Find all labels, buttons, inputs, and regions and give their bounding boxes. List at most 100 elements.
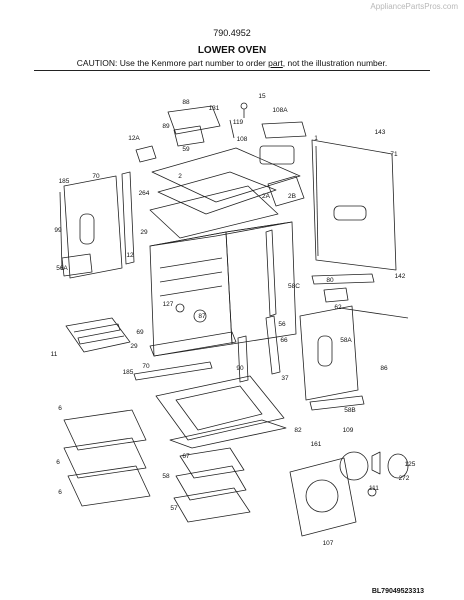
- callout-108: 108: [237, 136, 248, 143]
- part-109-fan-blade: [371, 451, 381, 475]
- callout-127: 127: [163, 301, 174, 308]
- part-6-rack-bottom: [67, 465, 151, 507]
- part-87-rod: [339, 307, 409, 319]
- callout-185: 185: [123, 369, 134, 376]
- callout-89: 89: [162, 123, 170, 130]
- callout-82: 82: [294, 427, 302, 434]
- callout-58b: 58B: [344, 407, 356, 414]
- part-15-sensor: [240, 102, 248, 110]
- part-57-drawer-base: [173, 487, 251, 523]
- oven-cavity-top: [149, 221, 293, 247]
- part-66-broil-element: [65, 317, 131, 353]
- model-number: 790.4952: [213, 28, 251, 38]
- callout-6: 6: [56, 459, 60, 466]
- oven-rack-2: [159, 271, 223, 283]
- part-58b-oven-door: [155, 375, 285, 441]
- callout-99: 99: [54, 227, 62, 234]
- callout-58a: 58A: [340, 337, 352, 344]
- callout-107: 107: [323, 540, 334, 547]
- callout-6: 6: [58, 489, 62, 496]
- callout-111: 111: [369, 485, 379, 492]
- callout-69: 69: [136, 329, 144, 336]
- callout-70: 70: [142, 363, 150, 370]
- oven-rack-1: [159, 257, 223, 269]
- part-127-light: [175, 303, 185, 313]
- part-6-rack-top: [63, 409, 147, 451]
- part-2-plate: [157, 171, 277, 215]
- callout-161: 161: [311, 441, 322, 448]
- part-58a-post: [265, 315, 281, 375]
- callout-272: 272: [399, 475, 410, 482]
- part-88-top-panel: [167, 105, 221, 135]
- watermark: AppliancePartsPros.com: [370, 2, 458, 11]
- part-125-motor: [387, 453, 409, 479]
- part-67-drawer-panel: [179, 447, 245, 479]
- part-89-bracket: [173, 125, 205, 147]
- part-6-rack-mid: [63, 437, 147, 479]
- callout-58: 58: [162, 473, 170, 480]
- callout-67: 67: [182, 453, 190, 460]
- callout-15: 15: [258, 93, 266, 100]
- part-29-fan: [193, 309, 207, 323]
- part-142-rail: [311, 273, 375, 285]
- part-107-fan-cover: [289, 457, 357, 537]
- callout-62: 62: [334, 304, 342, 311]
- part-left-strip: [121, 171, 135, 265]
- caution-part-link[interactable]: part: [268, 58, 283, 68]
- part-99-left-rail: [59, 191, 63, 271]
- diagram-title: LOWER OVEN: [197, 45, 267, 56]
- part-2a-2b-vents: [267, 175, 305, 207]
- callout-1: 1: [314, 135, 318, 142]
- part-66-coil: [73, 323, 125, 345]
- callout-80: 80: [326, 277, 334, 284]
- callout-2: 2: [178, 173, 182, 180]
- part-70-left-side-panel: [63, 175, 123, 279]
- part-131-probe: [229, 119, 235, 139]
- part-86-strip: [237, 335, 249, 383]
- callout-29: 29: [140, 229, 148, 236]
- part-37-handle: [133, 361, 213, 381]
- part-70-left-window: [79, 213, 95, 245]
- callout-56a: 56A: [56, 265, 68, 272]
- callout-119: 119: [233, 119, 244, 126]
- callout-12a: 12A: [128, 135, 140, 142]
- caution-text: CAUTION: Use the Kenmore part number to …: [76, 58, 269, 68]
- callout-264: 264: [139, 190, 150, 197]
- callout-12: 12: [126, 252, 134, 259]
- callout-59: 59: [182, 146, 190, 153]
- callout-2b: 2B: [288, 193, 296, 200]
- part-108-unit: [259, 145, 295, 165]
- part-56a-left-bracket: [61, 253, 93, 277]
- callout-86: 86: [380, 365, 388, 372]
- part-70-right-side-panel: [299, 305, 359, 401]
- caution-text-end: , not the illustration number.: [282, 58, 388, 68]
- callout-6: 6: [58, 405, 62, 412]
- part-1-rear-bracket: [315, 145, 319, 257]
- callout-37: 37: [281, 375, 289, 382]
- part-264-front-frame: [149, 185, 279, 239]
- caution-note: CAUTION: Use the Kenmore part number to …: [0, 58, 464, 68]
- part-59-top-plate: [151, 147, 301, 203]
- callout-87: 87: [198, 313, 206, 320]
- part-80-bracket: [323, 287, 349, 303]
- part-107-fan-grille: [305, 479, 339, 513]
- part-71-window: [333, 205, 367, 221]
- divider: [34, 70, 430, 71]
- callout-58c: 58C: [288, 283, 300, 290]
- part-58c-post: [265, 229, 277, 317]
- callout-88: 88: [182, 99, 190, 106]
- part-71-back-panel: [311, 139, 397, 271]
- callout-66: 66: [280, 337, 288, 344]
- part-58-drawer: [175, 465, 247, 501]
- part-99-lower-rail: [309, 395, 365, 411]
- callout-185: 185: [59, 178, 70, 185]
- callout-2a: 2A: [262, 193, 271, 200]
- part-90-front-trim: [149, 331, 237, 357]
- part-82-door-trim: [169, 419, 287, 449]
- callout-142: 142: [395, 273, 406, 280]
- callout-71: 71: [390, 151, 398, 158]
- callout-108a: 108A: [272, 107, 288, 114]
- callout-57: 57: [170, 505, 178, 512]
